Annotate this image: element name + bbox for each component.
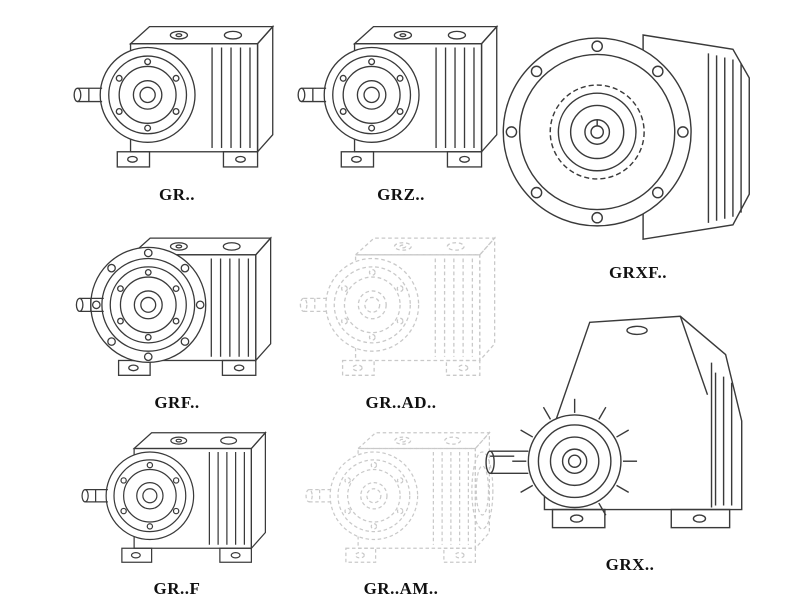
model-label-grz: GRZ.. (377, 185, 425, 204)
model-label-gr-am: GR..AM.. (363, 579, 439, 598)
gearbox-drawing-grz (290, 2, 512, 184)
model-label-grx: GRX.. (605, 555, 655, 574)
catalog-item-gr-f: GR..F (64, 410, 290, 600)
gearbox-drawing-grf (68, 214, 286, 392)
gearbox-drawing-gr (66, 2, 288, 184)
model-label-grf: GRF.. (154, 393, 200, 412)
gearbox-drawing-gr-f (73, 410, 281, 578)
model-label-gr-ad: GR..AD.. (365, 393, 437, 412)
catalog-item-grf: GRF.. (64, 214, 290, 414)
gearbox-drawing-grx (474, 302, 786, 554)
catalog-item-gr: GR.. (64, 2, 290, 206)
model-label-gr-f: GR..F (153, 579, 201, 598)
catalog-item-grz: GRZ.. (288, 2, 514, 206)
model-label-grxf: GRXF.. (608, 263, 668, 282)
catalog-item-gr-am: GR..AM.. (288, 410, 514, 600)
catalog-item-gr-ad: GR..AD.. (288, 214, 514, 414)
catalog-item-grxf: GRXF.. (488, 4, 788, 284)
gearbox-drawing-grxf (490, 4, 786, 262)
catalog-item-grx: GRX.. (472, 302, 788, 576)
model-label-gr: GR.. (159, 185, 195, 204)
